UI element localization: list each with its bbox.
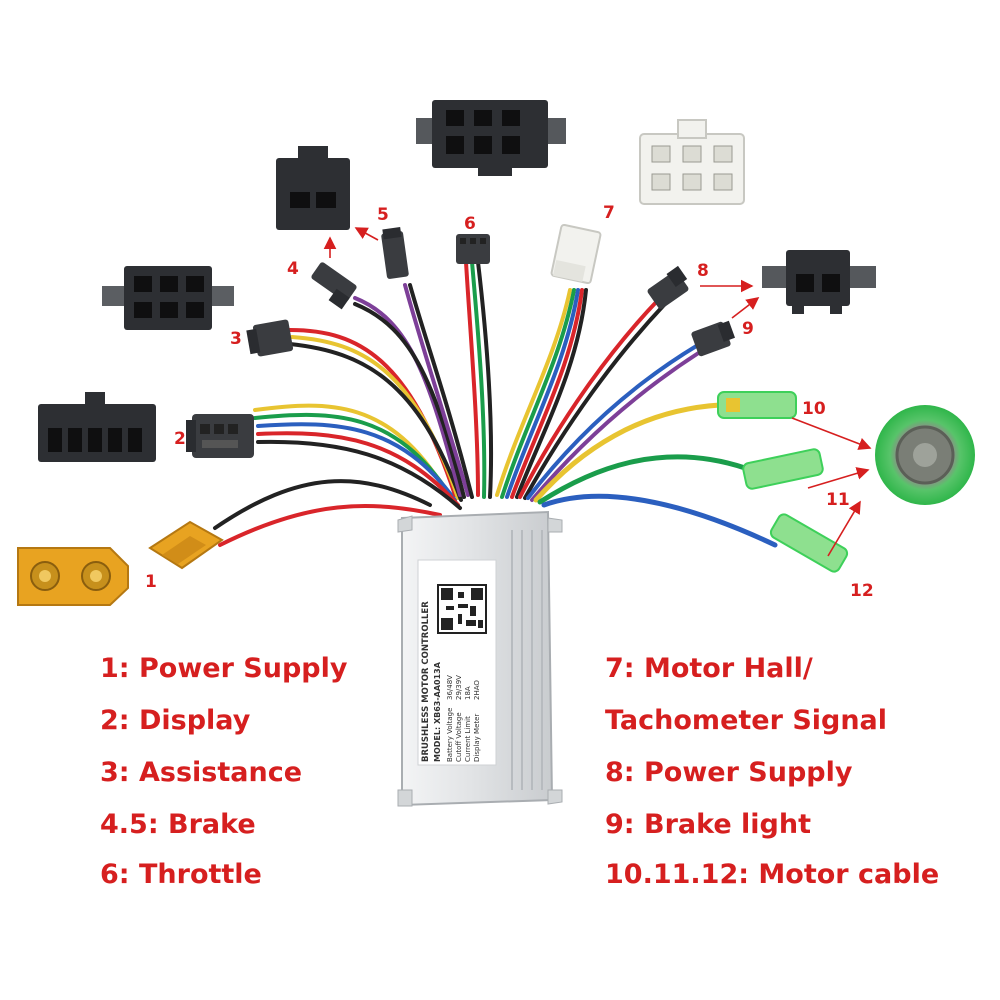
brake-light-connector-on-cable — [691, 320, 736, 357]
heatsink-fins — [511, 530, 543, 790]
callout-1: 1 — [145, 572, 157, 592]
legend-power-supply-8: 8: Power Supply — [605, 757, 853, 788]
callout-4: 4 — [287, 259, 299, 279]
throttle-mating-connector — [416, 100, 566, 176]
callout-7: 7 — [603, 203, 615, 223]
spec-name: Display Meter — [473, 714, 481, 762]
hall-connector-on-cable — [550, 223, 602, 285]
spec-value: 18A — [464, 686, 472, 700]
motor-terminals-on-cable — [717, 391, 849, 573]
legend-motor-cable: 10.11.12: Motor cable — [605, 859, 940, 890]
callout-5: 5 — [377, 205, 389, 225]
controller-title: BRUSHLESS MOTOR CONTROLLER — [421, 601, 431, 762]
callout-2: 2 — [174, 429, 186, 449]
xt60-plug-on-cable — [148, 520, 224, 570]
callout-9: 9 — [742, 319, 754, 339]
power-mating-connector — [762, 250, 876, 314]
assistance-connector-on-cable — [246, 319, 294, 357]
spec-value: 29/39V — [455, 675, 463, 700]
legend-power-supply: 1: Power Supply — [100, 653, 348, 684]
legend-brake: 4.5: Brake — [100, 809, 256, 840]
display-mating-connector — [38, 392, 156, 462]
spec-name: Cutoff Voltage — [455, 712, 463, 762]
callout-10: 10 — [802, 399, 826, 419]
callout-12: 12 — [850, 581, 874, 601]
callout-11: 11 — [826, 490, 850, 510]
spec-name: Current Limit — [464, 716, 472, 762]
hall-mating-connector — [639, 119, 745, 205]
motor-controller: BRUSHLESS MOTOR CONTROLLER MODEL: XB63-A… — [397, 510, 563, 807]
motor-terminal-receptacle — [875, 405, 975, 505]
callout-numbers: 1 2 3 4 5 6 7 8 9 10 11 12 — [145, 203, 874, 601]
spec-name: Battery Voltage — [446, 708, 454, 762]
callout-8: 8 — [697, 261, 709, 281]
legend-brake-light: 9: Brake light — [605, 809, 812, 840]
legend-motor-hall: 7: Motor Hall/ — [605, 653, 813, 684]
legend-tachometer-signal: Tachometer Signal — [605, 705, 888, 736]
power-connector-8-on-cable — [647, 265, 689, 309]
callout-arrows — [323, 227, 872, 557]
assistance-mating-connector — [102, 266, 234, 330]
brake-connector-5-on-cable — [381, 227, 409, 279]
brake-connector-4-on-cable — [311, 262, 357, 310]
callout-3: 3 — [230, 329, 242, 349]
display-connector-on-cable — [186, 414, 254, 458]
spec-value: 36/48V — [446, 675, 454, 700]
brake-mating-connector — [276, 146, 350, 230]
legend-throttle: 6: Throttle — [100, 859, 262, 890]
throttle-connector-on-cable — [456, 234, 490, 264]
controller-label: BRUSHLESS MOTOR CONTROLLER MODEL: XB63-A… — [417, 559, 497, 766]
callout-6: 6 — [464, 214, 476, 234]
xt60-female-connector — [17, 547, 129, 606]
controller-model: MODEL: XB63-AA013A — [433, 661, 442, 762]
wires — [213, 260, 778, 548]
legend-assistance: 3: Assistance — [100, 757, 303, 788]
spec-value: 2HAO — [473, 680, 481, 700]
legend-display: 2: Display — [100, 705, 251, 736]
qr-code — [437, 584, 487, 634]
